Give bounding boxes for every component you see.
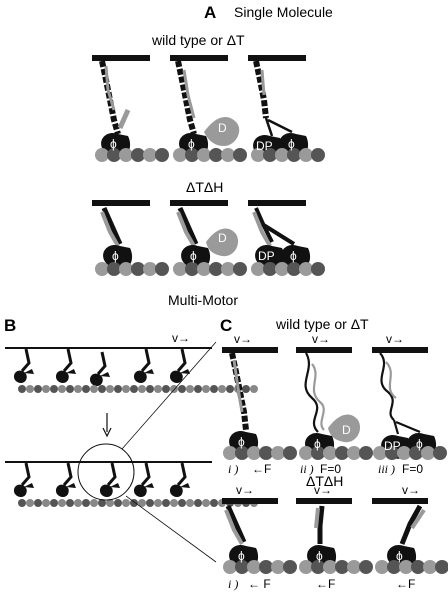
heading-dtdh-c: ΔTΔH bbox=[306, 473, 344, 489]
phi-symbol: ϕ bbox=[110, 137, 117, 151]
caption-numeral: i ) bbox=[228, 462, 239, 476]
velocity-label: v→ bbox=[402, 483, 420, 497]
panel-c-wt-state-1 bbox=[222, 347, 297, 460]
heading-wild-type-c: wild type or ΔT bbox=[276, 316, 369, 332]
phi-symbol: ϕ bbox=[190, 249, 197, 263]
caption-force: ←F bbox=[316, 577, 336, 591]
velocity-label-b: v→ bbox=[172, 331, 190, 345]
caption-force: ← F bbox=[248, 577, 271, 591]
panel-b-arrowhead bbox=[102, 427, 112, 438]
heading-multi-motor: Multi-Motor bbox=[168, 292, 239, 308]
phi-symbol: ϕ bbox=[316, 549, 323, 563]
d-label: D bbox=[342, 423, 351, 437]
phi-symbol: ϕ bbox=[314, 437, 321, 451]
panel-a-wt-state-1 bbox=[92, 55, 169, 162]
panel-c-dtdh-state-1 bbox=[222, 498, 297, 574]
caption-numeral: i ) bbox=[228, 577, 239, 591]
panel-a-wt-state-2 bbox=[170, 55, 247, 162]
phi-symbol: ϕ bbox=[112, 249, 119, 263]
panel-b-assay-top bbox=[5, 347, 258, 393]
phi-symbol: ϕ bbox=[238, 435, 245, 449]
zoom-line-lower bbox=[125, 495, 217, 563]
caption-force: F=0 bbox=[402, 462, 424, 476]
phi-symbol: ϕ bbox=[396, 549, 403, 563]
zoom-line-upper bbox=[121, 341, 217, 450]
panel-a-dtdh-state-2 bbox=[170, 200, 247, 276]
velocity-label: v→ bbox=[234, 332, 252, 346]
heading-wild-type-a: wild type or ΔT bbox=[152, 32, 245, 48]
d-label: D bbox=[218, 231, 227, 245]
dp-label: DP bbox=[384, 439, 401, 453]
caption-force: ←F bbox=[396, 577, 416, 591]
panel-a-wt-state-3 bbox=[248, 55, 325, 162]
phi-symbol: ϕ bbox=[288, 137, 295, 151]
dp-label: DP bbox=[258, 249, 275, 263]
panel-label-c: C bbox=[220, 316, 233, 335]
phi-symbol: ϕ bbox=[416, 437, 423, 451]
panel-c-dtdh-state-2 bbox=[296, 498, 373, 574]
velocity-label: v→ bbox=[236, 483, 254, 497]
phi-symbol: ϕ bbox=[188, 137, 195, 151]
panel-c-dtdh-state-3 bbox=[372, 498, 448, 574]
caption-numeral: ii ) bbox=[300, 462, 314, 476]
d-label: D bbox=[218, 121, 227, 135]
velocity-label: v→ bbox=[312, 332, 330, 346]
panel-c-wt-state-2 bbox=[296, 347, 373, 460]
panel-label-b: B bbox=[4, 316, 17, 335]
velocity-label: v→ bbox=[386, 332, 404, 346]
dp-label: DP bbox=[256, 139, 273, 153]
phi-symbol: ϕ bbox=[238, 549, 245, 563]
phi-symbol: ϕ bbox=[290, 249, 297, 263]
caption-force: F=0 bbox=[320, 462, 342, 476]
panel-label-a: A bbox=[204, 3, 217, 22]
heading-dtdh-a: ΔTΔH bbox=[186, 179, 224, 195]
caption-force: ←F bbox=[252, 462, 272, 476]
panel-a-dtdh-state-1 bbox=[92, 200, 169, 276]
panel-b-assay-bottom bbox=[5, 341, 258, 563]
panel-a-dtdh-state-3 bbox=[248, 200, 325, 276]
caption-numeral: iii ) bbox=[378, 462, 395, 476]
zoom-circle bbox=[77, 443, 135, 501]
heading-single-molecule: Single Molecule bbox=[234, 4, 333, 20]
velocity-label: v→ bbox=[314, 483, 332, 497]
panel-c-wt-state-3 bbox=[372, 347, 447, 460]
